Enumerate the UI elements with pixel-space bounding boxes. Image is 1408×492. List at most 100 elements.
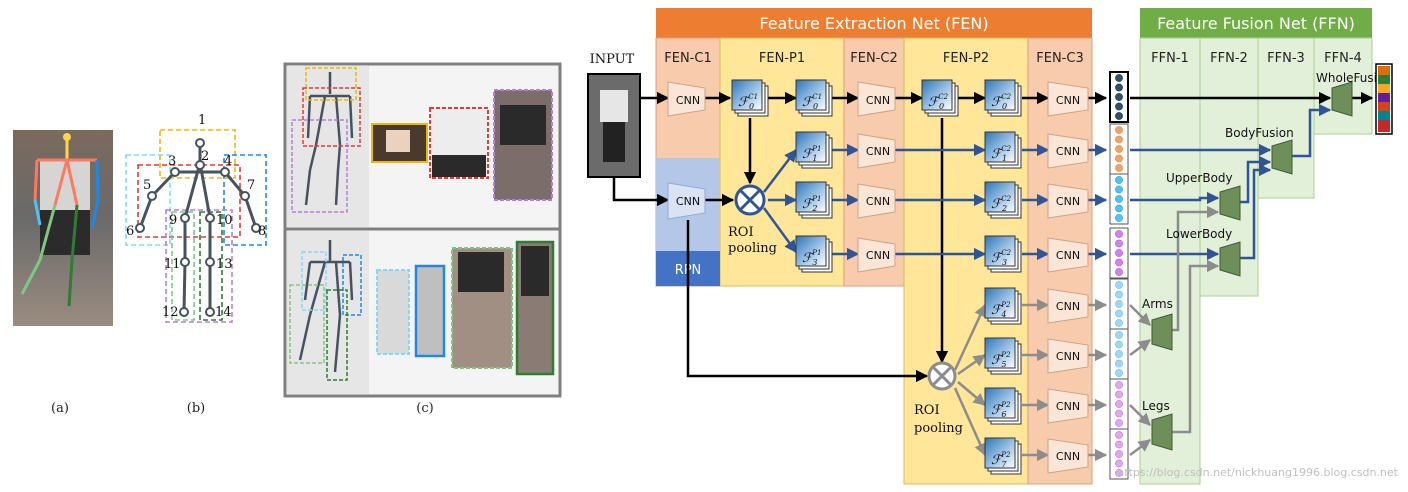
region-boxes [125, 129, 267, 323]
kp-7: 7 [247, 178, 255, 193]
fusion-legs: Legs [1142, 399, 1173, 451]
keypoint-numbers: 1 2 3 4 5 6 7 8 9 10 11 12 13 14 [126, 113, 266, 320]
svg-text:CNN: CNN [1056, 249, 1080, 262]
svg-text:CNN: CNN [676, 195, 700, 208]
svg-text:CNN: CNN [866, 145, 890, 158]
svg-text:CNN: CNN [1056, 94, 1080, 107]
cnn-c2-1: CNN [857, 133, 896, 169]
svg-text:CNN: CNN [1056, 400, 1080, 413]
roi-pool-2: ROI pooling [914, 361, 963, 436]
col-label-ffn-4: FFN-4 [1324, 51, 1362, 66]
kp-11: 11 [164, 257, 181, 272]
svg-text:CNN: CNN [866, 94, 890, 107]
feature-vector-3 [1109, 227, 1129, 279]
kp-13: 13 [216, 257, 233, 272]
cnn-c2-3: CNN [857, 237, 896, 273]
panel-c-top-crops [371, 89, 553, 201]
fusion-blocks: WholeFusion BodyFusion UpperBody LowerBo… [1142, 71, 1392, 451]
svg-text:CNN: CNN [1056, 300, 1080, 313]
panel-b-label: (b) [187, 401, 205, 416]
panel-c-top-skeleton [304, 72, 354, 206]
fen-header [656, 8, 1092, 38]
svg-text:CNN: CNN [1056, 350, 1080, 363]
panel-b: 1 2 3 4 5 6 7 8 9 10 11 12 13 14 (b) [125, 113, 267, 416]
kp-3: 3 [168, 154, 176, 169]
feature-vector-0 [1109, 71, 1129, 123]
kp-9: 9 [169, 213, 177, 228]
cnn-c1-region: CNN [667, 182, 706, 220]
roi-label-2a: ROI [914, 403, 940, 418]
col-label-ffn-3: FFN-3 [1267, 51, 1305, 66]
watermark: https://blog.csdn.net/nickhuang1996.blog… [1117, 466, 1398, 479]
kp-2: 2 [201, 149, 209, 164]
feature-vector-6 [1109, 378, 1129, 430]
input-block: INPUT [587, 52, 641, 178]
kp-14: 14 [215, 305, 232, 320]
fusion-legs-label: Legs [1142, 399, 1170, 413]
cnn-c1-top: CNN [667, 81, 706, 117]
cnn-c3-5: CNN [1047, 338, 1089, 374]
cnn-c3-2: CNN [1047, 183, 1089, 219]
col-label-fen-c3: FEN-C3 [1036, 51, 1083, 66]
fusion-lower-label: LowerBody [1166, 227, 1232, 241]
panel-c-bottom-skeleton [298, 240, 354, 373]
ffn-title: Feature Fusion Net (FFN) [1157, 14, 1355, 33]
cnn-c3-6: CNN [1047, 388, 1089, 424]
cnn-blocks: CNN CNN CNN CNN CNN CNN CNN CNN [667, 81, 1089, 474]
panel-a-label: (a) [51, 401, 69, 416]
kp-1: 1 [198, 113, 206, 128]
arrows-black [612, 91, 1374, 383]
svg-text:CNN: CNN [1056, 450, 1080, 463]
feature-vectors [1109, 71, 1129, 480]
svg-text:CNN: CNN [866, 195, 890, 208]
fusion-lower: LowerBody [1166, 227, 1241, 277]
final-descriptor [1375, 63, 1393, 135]
ffn-header [1140, 8, 1372, 38]
arrows-blue [762, 103, 1332, 261]
cnn-c3-1: CNN [1047, 133, 1089, 169]
fusion-arms: Arms [1142, 297, 1173, 351]
skeleton-a [20, 137, 100, 307]
feature-vector-2 [1109, 173, 1129, 225]
skeleton-b [138, 143, 258, 313]
cnn-c2-2: CNN [857, 183, 896, 219]
roi-label-1a: ROI [728, 225, 754, 240]
cnn-c3-3: CNN [1047, 237, 1089, 273]
fusion-whole: WholeFusion [1316, 71, 1392, 117]
joints-b [135, 138, 261, 317]
cnn-c2-0: CNN [857, 81, 896, 117]
kp-6: 6 [126, 224, 134, 239]
feature-vector-4 [1109, 278, 1129, 330]
fusion-whole-label: WholeFusion [1316, 71, 1392, 85]
cnn-c3-7: CNN [1047, 438, 1089, 474]
col-label-fen-c2: FEN-C2 [850, 51, 897, 66]
panel-c-label: (c) [416, 401, 433, 416]
svg-text:CNN: CNN [1056, 145, 1080, 158]
col-label-ffn-1: FFN-1 [1151, 51, 1189, 66]
cnn-c3-4: CNN [1047, 288, 1089, 324]
kp-5: 5 [143, 178, 151, 193]
feature-vector-5 [1109, 328, 1129, 380]
col-label-fen-c1: FEN-C1 [664, 51, 711, 66]
kp-10: 10 [216, 213, 233, 228]
feature-vector-7 [1109, 428, 1129, 480]
